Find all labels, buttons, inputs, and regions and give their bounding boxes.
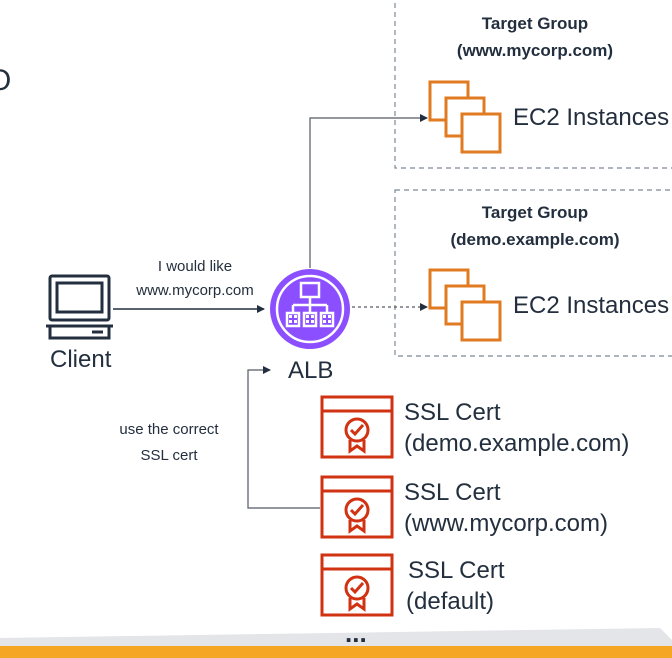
- request-line-1: I would like: [157, 258, 233, 275]
- target-group-domain: (demo.example.com): [450, 230, 620, 249]
- certificate-icon: [320, 395, 394, 459]
- request-line-2: www.mycorp.com: [136, 282, 254, 299]
- ec2-instances-label: EC2 Instances: [513, 292, 670, 319]
- cert-domain: (demo.example.com): [404, 430, 630, 457]
- computer-icon: [46, 274, 113, 340]
- alb-label: ALB: [288, 357, 334, 384]
- ellipsis: ...: [345, 618, 367, 648]
- cert-domain: (www.mycorp.com): [404, 510, 609, 537]
- target-group-domain: (www.mycorp.com): [456, 41, 614, 60]
- cert-name: SSL Cert: [404, 479, 501, 506]
- cert-note-line-2: SSL cert: [140, 447, 198, 464]
- cert-note-line-1: use the correct: [119, 421, 219, 438]
- ec2-instances-icon: [428, 80, 502, 154]
- cert-name: SSL Cert: [404, 399, 501, 426]
- cert-select-arrow: [247, 366, 320, 509]
- target-group-box-mycorp: [394, 0, 672, 169]
- load-balancer-icon: [270, 269, 350, 349]
- partial-glyph: O: [0, 64, 11, 98]
- client-label: Client: [50, 346, 112, 373]
- cert-domain: (default): [406, 588, 495, 615]
- ec2-instances-label: EC2 Instances: [513, 104, 670, 131]
- ec2-instances-icon: [428, 268, 502, 342]
- target-group-box-demo: [394, 189, 672, 357]
- target-group-title: Target Group: [481, 203, 589, 222]
- target-group-title: Target Group: [481, 14, 589, 33]
- certificate-icon: [320, 553, 394, 617]
- slide-accent-shadow: [0, 628, 672, 646]
- certificate-icon: [320, 475, 394, 539]
- route-arrow-mycorp: [309, 114, 428, 268]
- cert-name: SSL Cert: [408, 557, 505, 584]
